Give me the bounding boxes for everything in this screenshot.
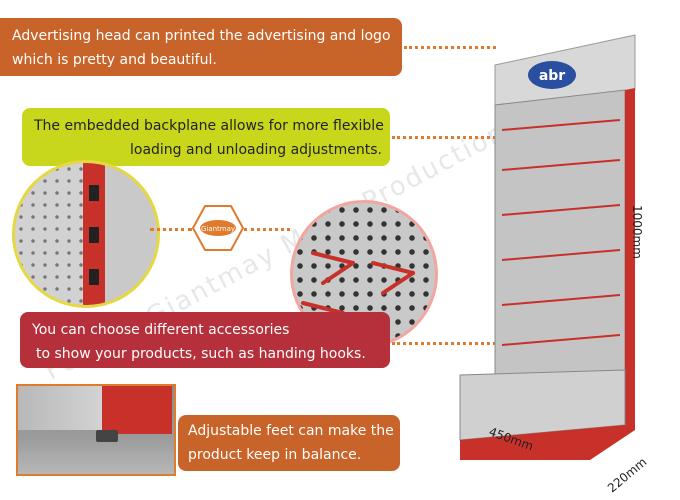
banner-backplane-line2: loading and unloading adjustments. <box>130 142 382 158</box>
banner-feet: Adjustable feet can make the product kee… <box>178 415 400 471</box>
backplane-closeup-photo <box>12 160 160 308</box>
height-dimension: 1000mm <box>630 205 644 259</box>
adjustable-feet-photo <box>16 384 176 476</box>
pegboard <box>494 89 626 376</box>
hooks-group <box>301 251 415 315</box>
banner-accessories-line2: to show your products, such as handing h… <box>36 346 366 362</box>
red-base-panel <box>102 386 172 434</box>
banner-backplane-line1: The embedded backplane allows for more f… <box>34 118 384 134</box>
banner-accessories: You can choose different accessories to … <box>20 312 390 368</box>
side-rail <box>625 88 635 435</box>
rail-slot <box>89 269 99 285</box>
connector-dots <box>404 46 496 49</box>
base-kick <box>460 425 635 460</box>
banner-backplane: The embedded backplane allows for more f… <box>22 108 390 166</box>
giantmay-logo-text: Giantmay <box>201 225 235 233</box>
cabinet-base <box>18 386 118 430</box>
banner-advertising-head-line1: Advertising head can printed the adverti… <box>12 28 391 44</box>
rail-slot <box>89 185 99 201</box>
banner-advertising-head-line2: which is pretty and beautiful. <box>12 52 217 68</box>
abr-logo-icon <box>528 61 576 89</box>
banner-feet-line1: Adjustable feet can make the <box>188 423 394 439</box>
display-rack-illustration: abr <box>459 34 636 460</box>
pegboard-panel <box>15 163 83 305</box>
hooks <box>501 119 621 346</box>
giantmay-logo-icon: Giantmay <box>192 205 244 251</box>
connector-dots <box>150 228 192 231</box>
connector-dots <box>244 228 290 231</box>
connector-dots <box>392 136 496 139</box>
banner-accessories-line1: You can choose different accessories <box>32 322 290 338</box>
abr-logo-text: abr <box>539 68 565 84</box>
rail-slot <box>89 227 99 243</box>
banner-advertising-head: Advertising head can printed the adverti… <box>0 18 402 76</box>
connector-dots <box>392 342 496 345</box>
banner-feet-line2: product keep in balance. <box>188 447 362 463</box>
foot-icon <box>96 430 118 442</box>
